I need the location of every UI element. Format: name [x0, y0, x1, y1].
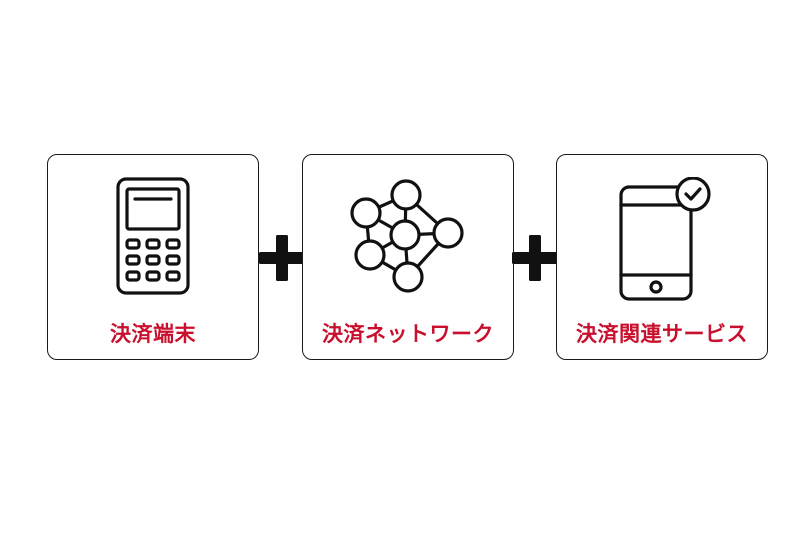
- card-payment-network: 決済ネットワーク: [302, 154, 514, 360]
- card-payment-services: 決済関連サービス: [556, 154, 768, 360]
- smartphone-check-icon: [557, 177, 767, 301]
- card-label-payment-services: 決済関連サービス: [576, 322, 748, 346]
- plus-icon: [510, 233, 560, 283]
- plus-icon: [257, 233, 307, 283]
- payment-terminal-icon: [48, 177, 258, 301]
- network-icon: [303, 177, 513, 301]
- card-payment-terminal: 決済端末: [47, 154, 259, 360]
- card-label-payment-terminal: 決済端末: [110, 322, 196, 346]
- card-label-payment-network: 決済ネットワーク: [322, 322, 494, 346]
